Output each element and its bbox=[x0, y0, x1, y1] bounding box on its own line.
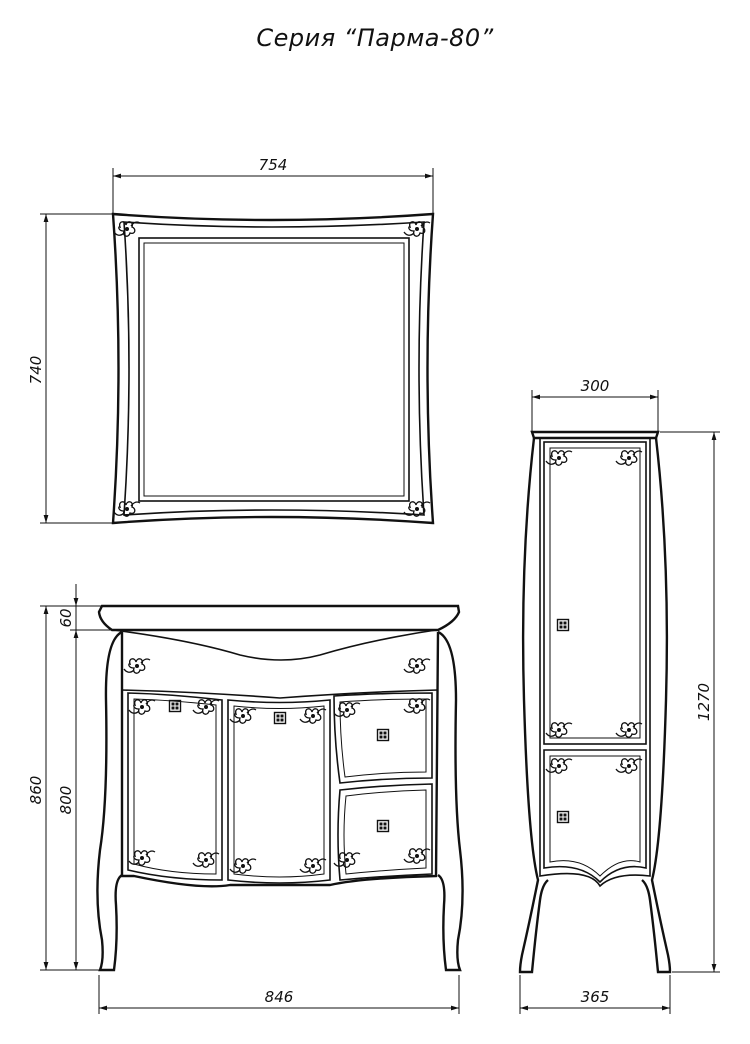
column-height-dimension: 1270 bbox=[660, 431, 720, 973]
vanity-height-dimensions: 860 800 60 bbox=[27, 584, 112, 971]
vanity-total-height-label: 860 bbox=[27, 776, 45, 805]
column-depth-dimension: 365 bbox=[519, 975, 671, 1014]
mirror-width-dimension: 754 bbox=[112, 156, 434, 214]
column-drawing bbox=[518, 430, 672, 974]
vanity-top-height-label: 60 bbox=[57, 608, 75, 627]
mirror-height-dimension: 740 bbox=[27, 213, 113, 524]
vanity-body-height-label: 800 bbox=[57, 786, 75, 815]
vanity-width-label: 846 bbox=[265, 988, 294, 1006]
mirror-drawing bbox=[111, 212, 435, 525]
drawing-title: Серия “Парма-80” bbox=[256, 24, 494, 52]
mirror-width-label: 754 bbox=[259, 156, 288, 174]
column-height-label: 1270 bbox=[695, 683, 713, 721]
vanity-width-dimension: 846 bbox=[98, 975, 460, 1014]
vanity-drawing bbox=[96, 604, 464, 972]
column-depth-label: 365 bbox=[581, 988, 610, 1006]
column-width-label: 300 bbox=[581, 377, 610, 395]
mirror-height-label: 740 bbox=[27, 356, 45, 385]
column-width-dimension: 300 bbox=[531, 377, 659, 432]
